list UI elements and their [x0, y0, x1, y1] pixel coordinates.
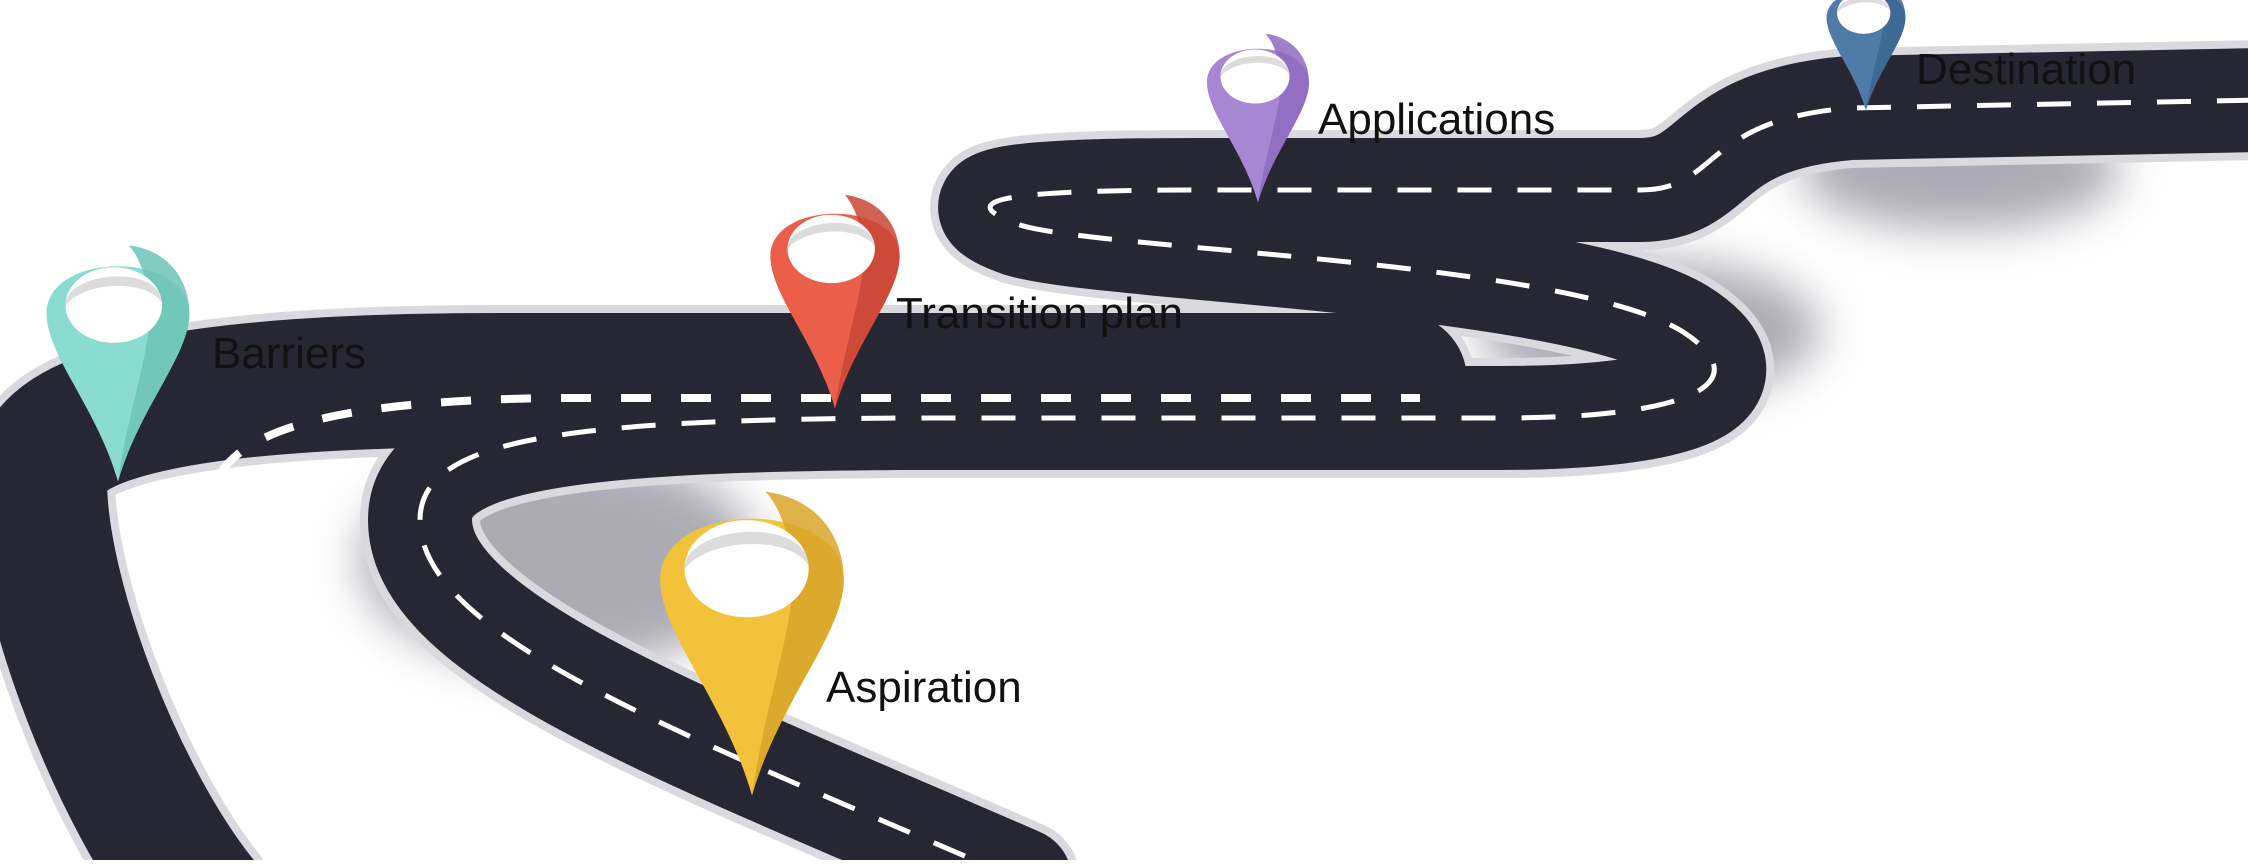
label-transition-plan: Transition plan — [896, 289, 1183, 338]
road-lane-marking — [417, 97, 2248, 865]
aspiration-location-pin-icon — [660, 491, 844, 796]
label-destination: Destination — [1916, 45, 2137, 94]
road-asphalt-left — [0, 313, 1467, 865]
transition-location-pin-icon — [770, 194, 900, 409]
road-lane-marking-left — [205, 394, 1420, 865]
applications-location-pin-icon — [1207, 33, 1309, 203]
destination-location-pin-icon — [1826, 0, 1906, 111]
milestone-pins — [46, 0, 1906, 796]
label-barriers: Barriers — [212, 329, 367, 378]
label-applications: Applications — [1318, 95, 1556, 144]
barriers-location-pin-icon — [46, 245, 190, 482]
label-aspiration: Aspiration — [826, 663, 1022, 712]
